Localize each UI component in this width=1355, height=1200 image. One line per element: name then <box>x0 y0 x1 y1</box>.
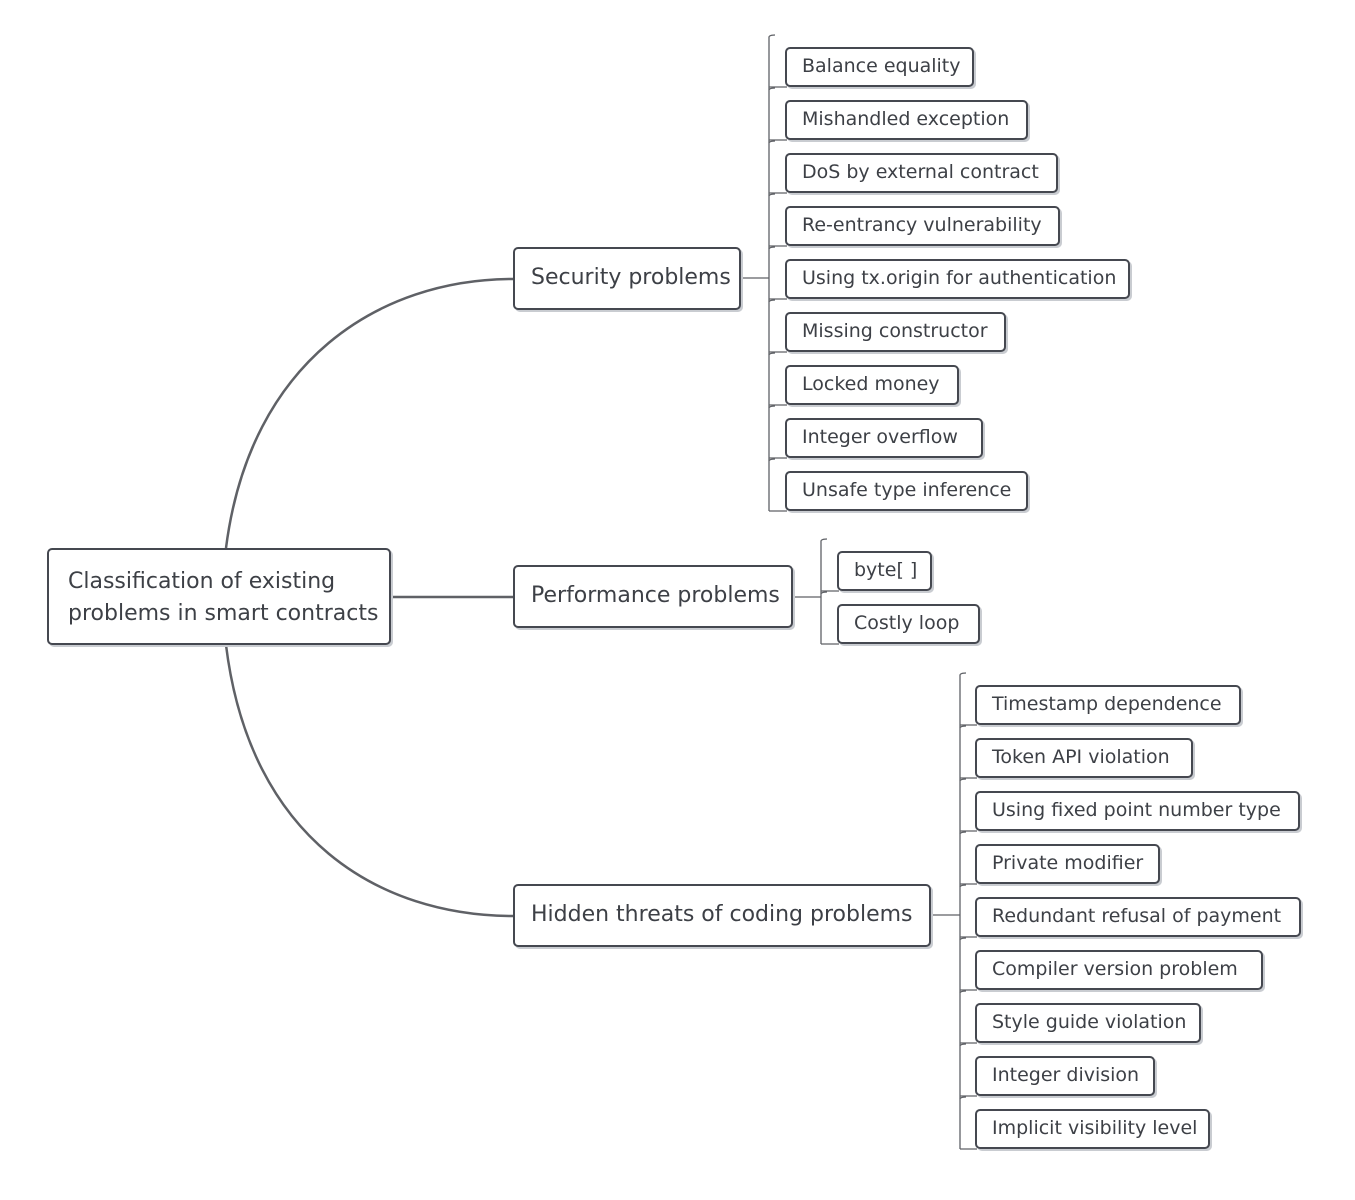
leaf-re-entrancy-vulnerability[interactable]: Re-entrancy vulnerability <box>785 206 1060 246</box>
leaf-missing-constructor[interactable]: Missing constructor <box>785 312 1006 352</box>
connector-hidden-threats-tick-top-4 <box>959 884 967 888</box>
connector-security-tick-top-8 <box>768 458 776 462</box>
leaf-timestamp-dependence[interactable]: Timestamp dependence <box>975 685 1241 725</box>
connector-security-tick-top-1 <box>768 87 776 91</box>
connector-root-to-hidden-threats <box>224 644 514 918</box>
leaf-private-modifier[interactable]: Private modifier <box>975 844 1160 884</box>
connector-security-tick-top-5 <box>768 299 776 303</box>
connector-security-tick-top-2 <box>768 140 776 144</box>
connector-hidden-threats-tick-top-7 <box>959 1043 967 1047</box>
connector-hidden-threats-tick-top-0 <box>959 672 967 676</box>
connector-hidden-threats-tick-top-3 <box>959 831 967 835</box>
leaf-compiler-version-problem[interactable]: Compiler version problem <box>975 950 1263 990</box>
connector-hidden-threats-tick-top-1 <box>959 725 967 729</box>
root-title-line-1: Classification of existing <box>68 569 336 594</box>
branch-performance-problems[interactable]: Performance problems <box>513 565 793 628</box>
leaf-mishandled-exception[interactable]: Mishandled exception <box>785 100 1028 140</box>
connector-security-tick-top-6 <box>768 352 776 356</box>
branch-security-problems[interactable]: Security problems <box>513 247 741 310</box>
root-title-line-2: problems in smart contracts <box>68 601 379 626</box>
leaf-balance-equality[interactable]: Balance equality <box>785 47 974 87</box>
leaf-dos-by-external-contract[interactable]: DoS by external contract <box>785 153 1058 193</box>
leaf-using-fixed-point-number-type[interactable]: Using fixed point number type <box>975 791 1300 831</box>
leaf-using-tx-origin-for-authentication[interactable]: Using tx.origin for authentication <box>785 259 1130 299</box>
connector-security-tick-top-4 <box>768 246 776 250</box>
connector-hidden-threats-tick-top-6 <box>959 990 967 994</box>
leaf-style-guide-violation[interactable]: Style guide violation <box>975 1003 1201 1043</box>
connector-hidden-threats-tick-top-2 <box>959 778 967 782</box>
connector-performance-tick-top-1 <box>820 591 828 595</box>
connector-security-tick-top-0 <box>768 34 776 38</box>
connector-security-tick-top-7 <box>768 405 776 409</box>
leaf-costly-loop[interactable]: Costly loop <box>837 604 980 644</box>
leaf-unsafe-type-inference[interactable]: Unsafe type inference <box>785 471 1028 511</box>
branch-hidden-threats-of-coding-problems[interactable]: Hidden threats of coding problems <box>513 884 931 947</box>
leaf-implicit-visibility-level[interactable]: Implicit visibility level <box>975 1109 1210 1149</box>
connector-root-to-security <box>224 277 514 549</box>
leaf-integer-overflow[interactable]: Integer overflow <box>785 418 983 458</box>
leaf-redundant-refusal-of-payment[interactable]: Redundant refusal of payment <box>975 897 1301 937</box>
connector-security-tick-top-3 <box>768 193 776 197</box>
root-node[interactable]: Classification of existing problems in s… <box>47 548 391 645</box>
leaf-integer-division[interactable]: Integer division <box>975 1056 1155 1096</box>
connector-hidden-threats-tick-top-8 <box>959 1096 967 1100</box>
connector-performance-tick-top-0 <box>820 538 828 542</box>
leaf-byte-array[interactable]: byte[ ] <box>837 551 932 591</box>
leaf-locked-money[interactable]: Locked money <box>785 365 959 405</box>
connector-hidden-threats-tick-top-5 <box>959 937 967 941</box>
leaf-token-api-violation[interactable]: Token API violation <box>975 738 1193 778</box>
